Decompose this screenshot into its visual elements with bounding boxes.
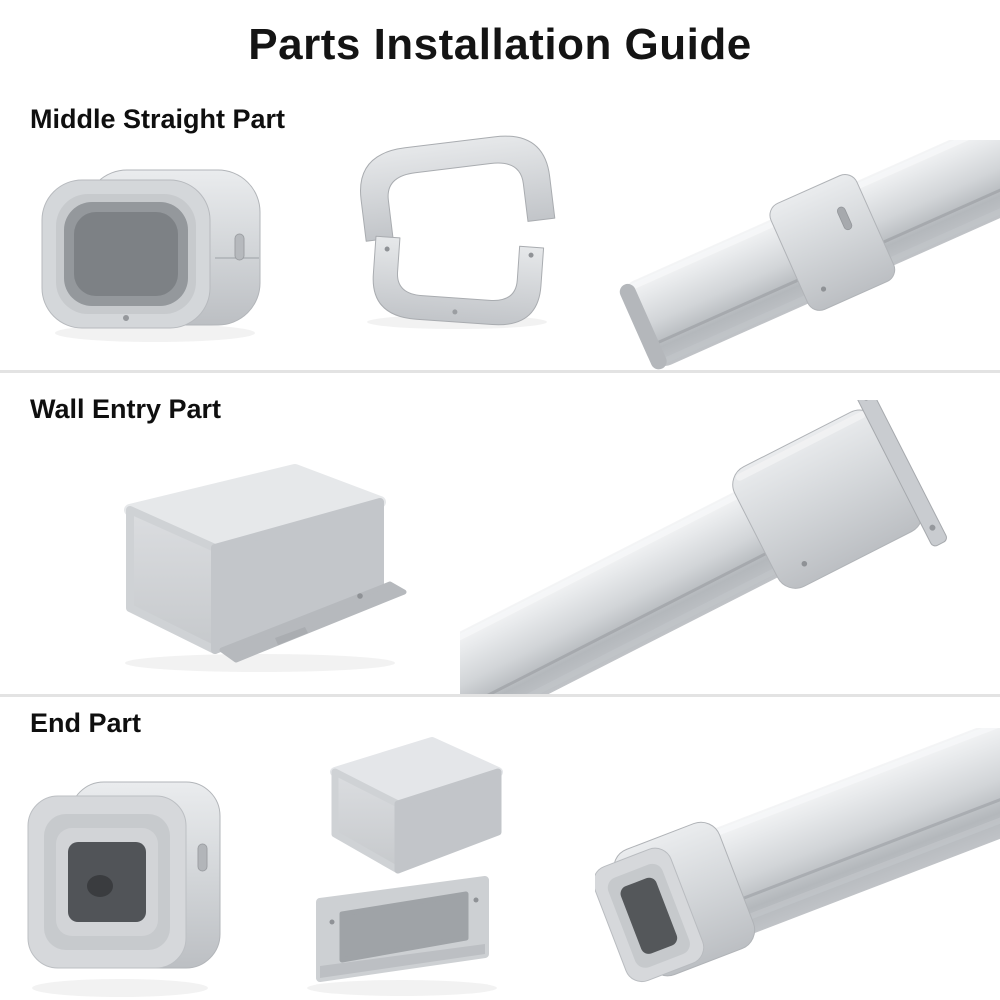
end-cap-art: [27, 781, 221, 997]
end-cap-opening: [620, 877, 678, 954]
duct-assembly: [619, 140, 1000, 370]
duct-with-wall-entry-illustration: [460, 400, 1000, 695]
duct-body: [622, 140, 1000, 367]
duct-with-end-cap-illustration: [595, 728, 1000, 1000]
coupler-band: [769, 173, 896, 311]
end-cap-front: [27, 795, 187, 969]
coupler-assembled-illustration: [30, 150, 270, 345]
duct-with-wall-entry-art: [460, 400, 947, 695]
coupler-front-ring: [41, 179, 211, 329]
coupler-bottom-half: [372, 235, 545, 326]
section-divider: [0, 370, 1000, 373]
page-title: Parts Installation Guide: [248, 20, 752, 69]
end-cap-bottom-half: [316, 876, 489, 982]
end-cap-top-half: [330, 737, 503, 874]
duct-with-coupler-art: [619, 140, 1000, 370]
end-cap: [595, 821, 756, 983]
section-label-end: End Part: [30, 708, 142, 738]
end-cap-illustration: [20, 752, 230, 1000]
section-label-middle-straight: Middle Straight Part: [30, 104, 286, 134]
duct-assembly: [595, 728, 1000, 983]
shadow: [32, 979, 208, 997]
duct-with-end-cap-art: [595, 728, 1000, 983]
coupler-exploded-art: [360, 135, 556, 329]
section-divider: [0, 694, 1000, 697]
end-cap-exploded-art: [307, 737, 503, 996]
wall-entry-cover-art: [124, 464, 407, 672]
coupler-exploded-illustration: [335, 130, 575, 330]
end-cap-exploded-illustration: [280, 722, 525, 1000]
wall-entry-flange: [851, 400, 947, 547]
coupler-top-half: [360, 135, 556, 242]
wall-entry-cover: [732, 409, 923, 589]
duct-open-end: [619, 283, 667, 370]
shadow: [307, 980, 497, 996]
wall-entry-cover-illustration: [60, 440, 410, 675]
coupler-assembled-art: [41, 169, 261, 342]
section-label-wall-entry: Wall Entry Part: [30, 394, 222, 424]
wall-entry-body: [124, 464, 407, 663]
shadow: [125, 654, 395, 672]
duct-with-coupler-illustration: [580, 140, 1000, 375]
duct-assembly: [460, 400, 947, 695]
wall-entry-flange: [219, 581, 407, 663]
